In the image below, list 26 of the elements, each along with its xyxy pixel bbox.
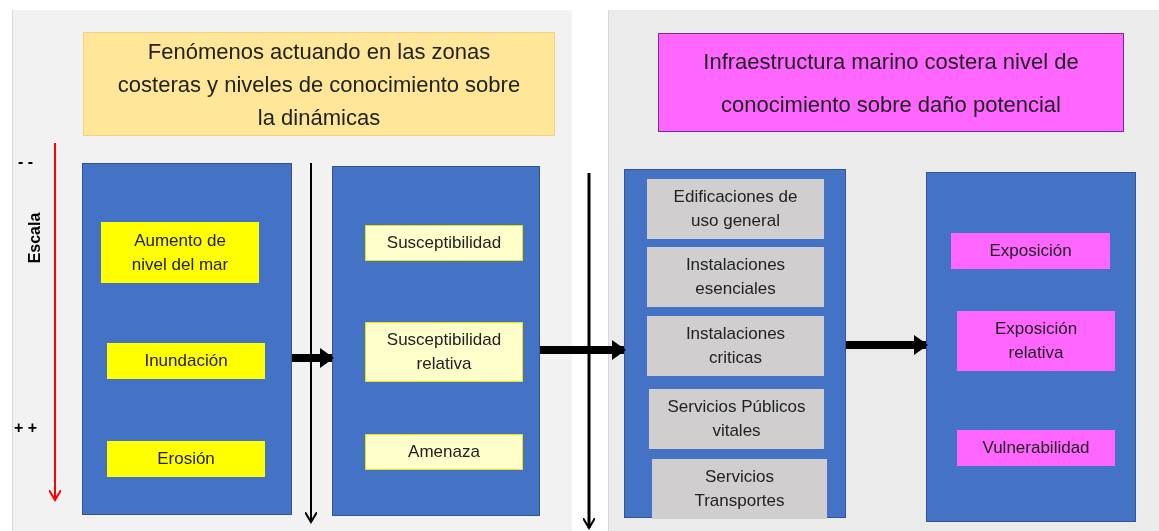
group-panel [624,169,846,518]
arrow [846,335,928,355]
category-box: Servicios Transportes [652,459,827,519]
group-panel [82,163,292,515]
group-panel [926,172,1136,522]
scale-label: Escala [25,211,44,266]
category-box: Exposición relativa [957,311,1115,371]
category-box: Aumento de nivel del mar [101,222,259,283]
title-box: Infraestructura marino costera nivel de conocimiento sobre daño potencial [658,33,1124,132]
category-box: Instalaciones criticas [647,316,824,376]
title-box: Fenómenos actuando en las zonas costeras y niveles de conocimiento sobre la dinámicas [83,32,555,136]
category-box: Servicios Públicos vitales [649,389,824,449]
category-box: Vulnerabilidad [957,430,1115,466]
group-panel [332,166,540,516]
category-box: Susceptibilidad relativa [365,322,523,382]
scale-label: - - [18,152,34,172]
category-box: Inundación [107,343,265,379]
category-box: Susceptibilidad [365,225,523,261]
category-box: Edificaciones de uso general [647,179,824,239]
category-box: Erosión [107,441,265,477]
arrow [540,340,626,360]
category-box: Instalaciones esenciales [647,247,824,307]
category-box: Exposición [951,233,1110,269]
scale-label: + + [14,418,38,438]
category-box: Amenaza [365,434,523,470]
arrow [292,348,334,368]
